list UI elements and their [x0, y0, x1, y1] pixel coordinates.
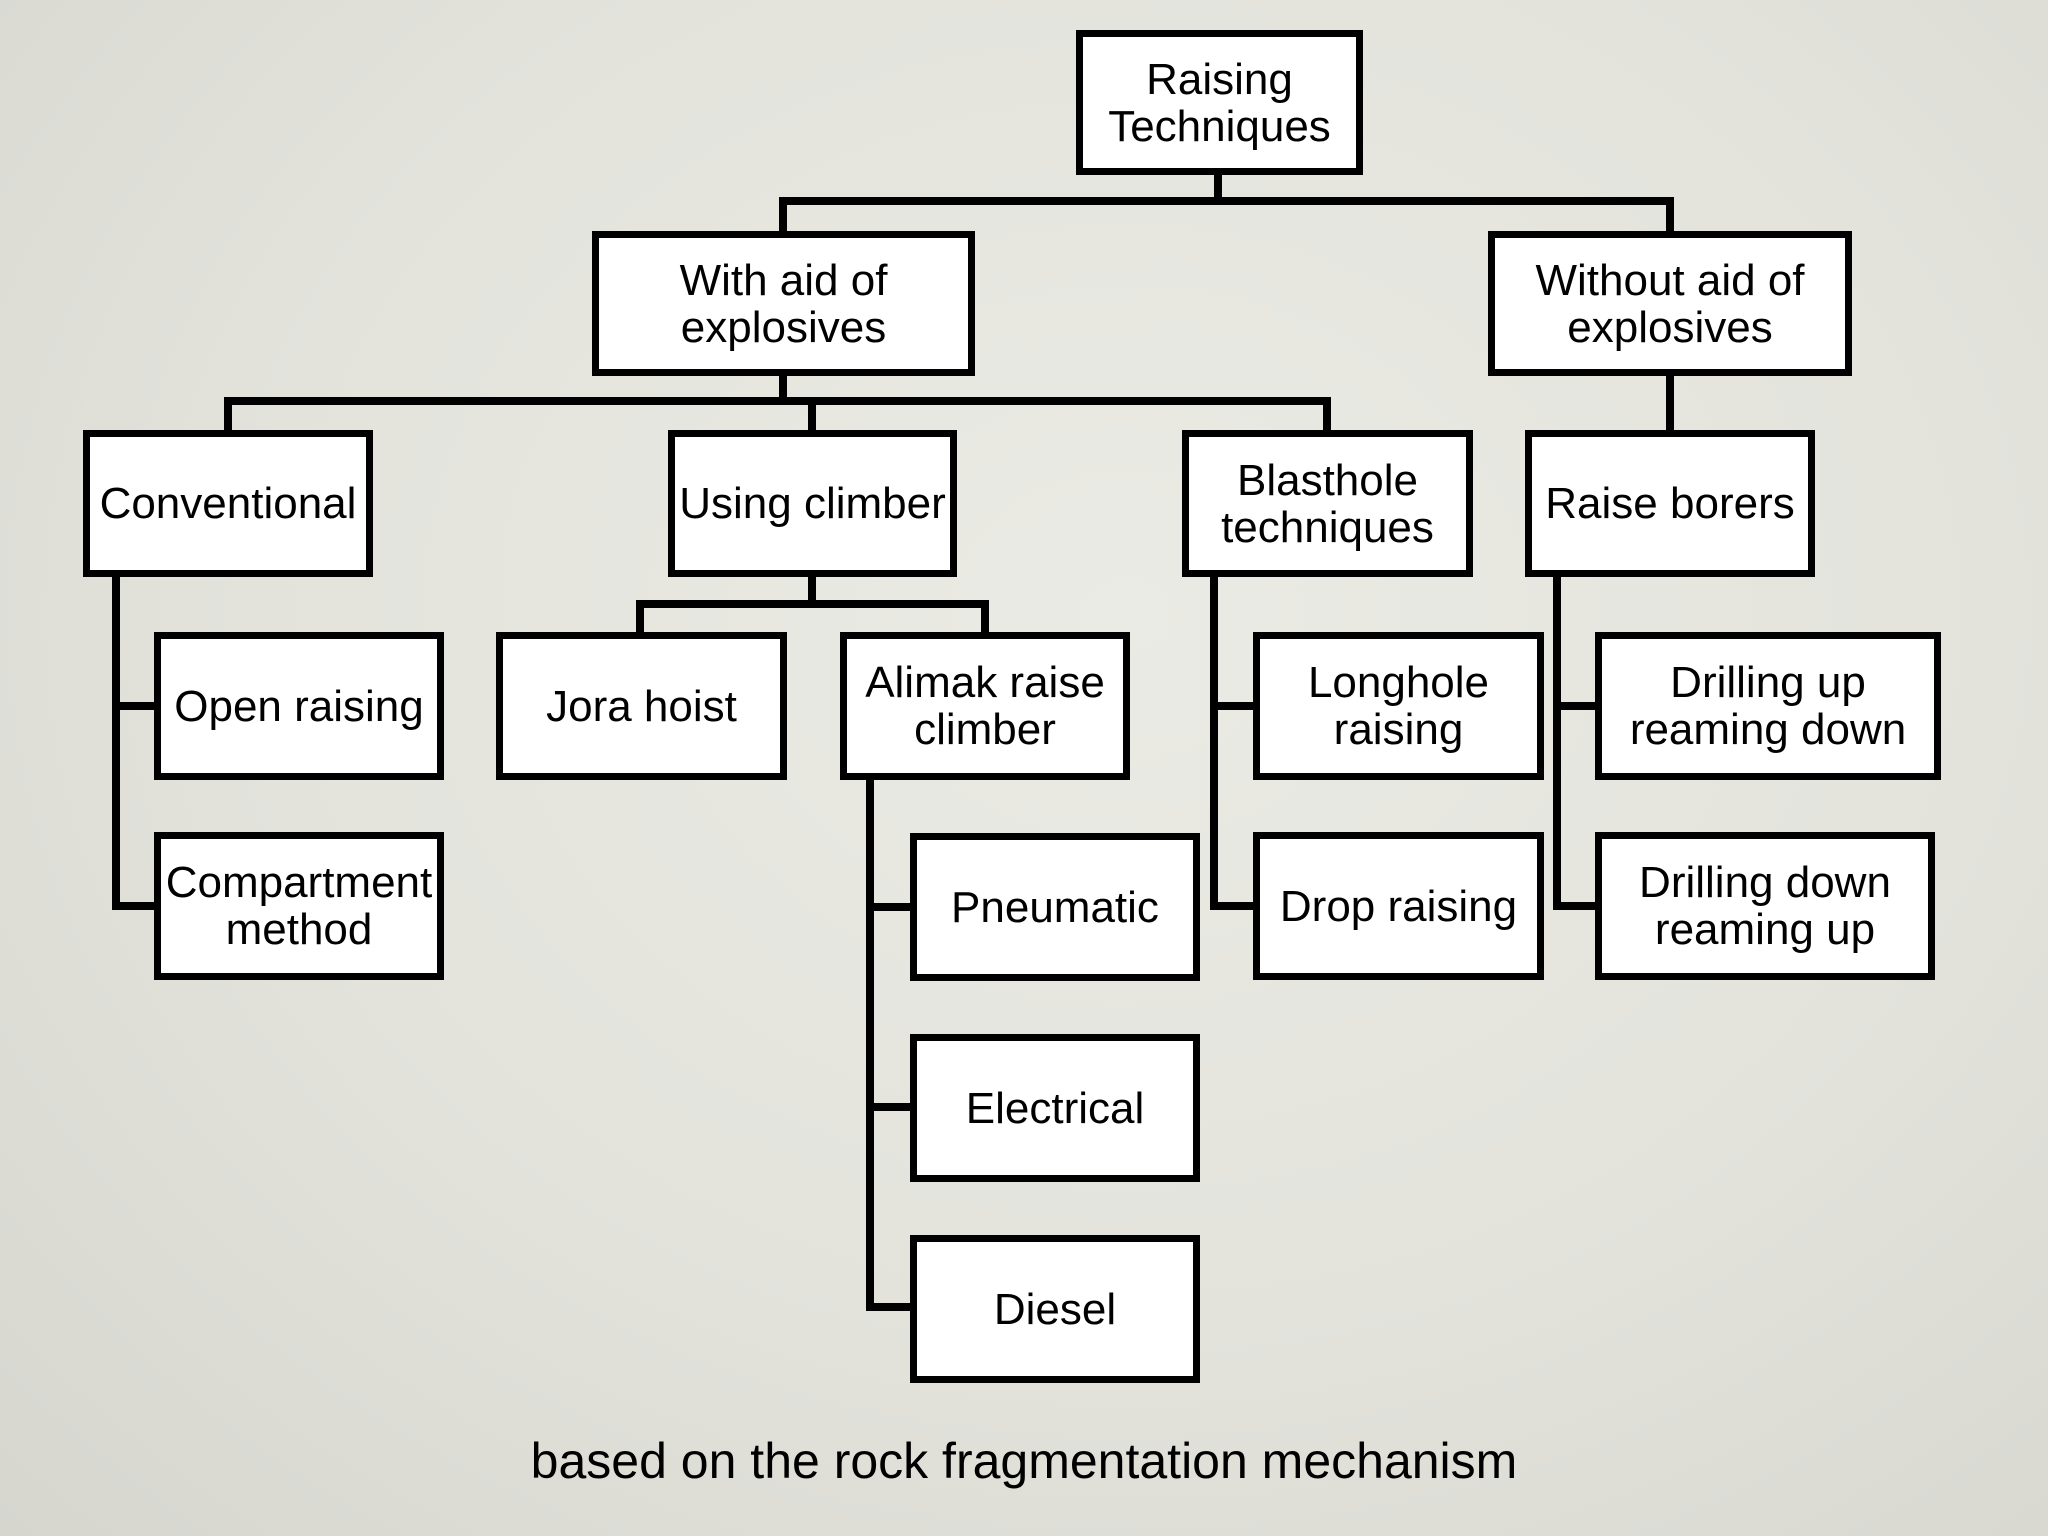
node-drilling-up-reaming-down: Drilling up reaming down: [1595, 632, 1941, 780]
connector-blasthole: [1210, 570, 1262, 910]
connector-using-climber: [636, 570, 989, 640]
connector-raise-borers: [1553, 570, 1604, 910]
connector-with-explosives: [224, 370, 1331, 438]
node-using-climber: Using climber: [668, 430, 957, 577]
node-with-aid-of-explosives: With aid of explosives: [592, 231, 975, 376]
node-electrical: Electrical: [910, 1034, 1200, 1182]
node-drilling-down-reaming-up: Drilling down reaming up: [1595, 832, 1935, 980]
node-without-aid-of-explosives: Without aid of explosives: [1488, 231, 1852, 376]
node-jora-hoist: Jora hoist: [496, 632, 787, 780]
node-open-raising: Open raising: [154, 632, 444, 780]
connector-conventional: [112, 570, 162, 910]
connector-alimak: [866, 772, 919, 1311]
node-alimak-raise-climber: Alimak raise climber: [840, 632, 1130, 780]
node-blasthole-techniques: Blasthole techniques: [1182, 430, 1473, 577]
node-compartment-method: Compartment method: [154, 832, 444, 980]
node-pneumatic: Pneumatic: [910, 833, 1200, 981]
node-raise-borers: Raise borers: [1525, 430, 1815, 577]
node-conventional: Conventional: [83, 430, 373, 577]
node-longhole-raising: Longhole raising: [1253, 632, 1544, 780]
diagram-caption: based on the rock fragmentation mechanis…: [530, 1433, 1518, 1489]
connector-root-level1: [779, 168, 1674, 240]
node-diesel: Diesel: [910, 1235, 1200, 1383]
node-drop-raising: Drop raising: [1253, 832, 1544, 980]
node-raising-techniques: Raising Techniques: [1076, 30, 1363, 175]
